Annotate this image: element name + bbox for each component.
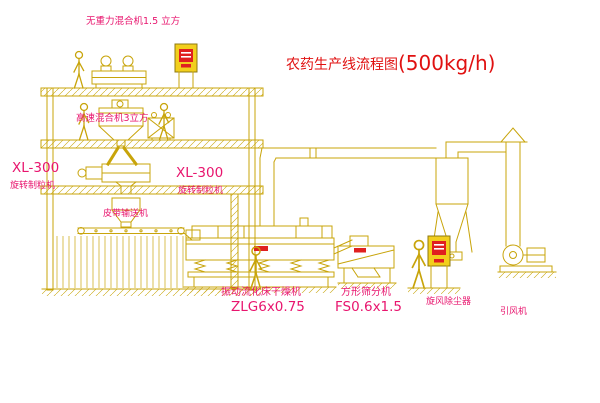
label-sieve-model: FS0.6x1.5 — [335, 299, 402, 315]
fluid-bed-dryer-drawing — [185, 217, 353, 288]
belt-conveyor-drawing — [77, 227, 193, 241]
diagram-labels: 农药生产线流程图 (500kg/h) 无重力混合机1.5 立方 高速混合机3立方… — [10, 15, 527, 317]
building-structure — [40, 87, 264, 291]
label-granulator-left-model: XL-300 — [12, 160, 59, 176]
person-figure — [249, 246, 263, 290]
label-dryer-name: 振动流化床干燥机 — [221, 285, 301, 298]
diagram-title-capacity: (500kg/h) — [398, 51, 495, 75]
label-fan: 引风机 — [500, 305, 527, 317]
high-speed-mixer-drawing — [98, 99, 144, 147]
cabinet-red-panel — [179, 49, 193, 62]
sieve-drawing — [337, 235, 395, 284]
diagram-title: 农药生产线流程图 — [286, 57, 398, 73]
dryer-red-mark — [254, 246, 268, 251]
foundation-hatch — [56, 236, 184, 288]
control-cabinet-top-drawing — [174, 43, 198, 89]
hopper-drawing — [111, 197, 141, 228]
fan-drawing — [499, 244, 553, 273]
sieve-red-mark — [354, 248, 366, 253]
label-gravity-mixer: 无重力混合机1.5 立方 — [86, 15, 180, 27]
frame-device-drawing — [147, 112, 175, 141]
control-cabinet-right-drawing — [427, 235, 451, 289]
person-figure — [73, 50, 85, 89]
label-cyclone: 旋风除尘器 — [426, 295, 471, 307]
stack-drawing — [498, 127, 528, 247]
person-figure — [158, 102, 170, 141]
label-granulator-center-name: 旋转制粒机 — [178, 184, 223, 196]
label-belt-conveyor: 皮带输送机 — [103, 207, 148, 219]
label-sieve-name: 方形筛分机 — [341, 285, 391, 298]
label-dryer-model: ZLG6x0.75 — [231, 299, 305, 315]
label-high-speed-mixer: 高速混合机3立方 — [76, 112, 149, 124]
person-figure — [411, 239, 426, 289]
label-granulator-left-name: 旋转制粒机 — [10, 179, 55, 191]
granulator-drawing — [77, 145, 151, 195]
label-granulator-center-model: XL-300 — [176, 165, 223, 181]
gravity-mixer-drawing — [91, 55, 147, 89]
exhaust-duct-drawing — [259, 147, 437, 227]
